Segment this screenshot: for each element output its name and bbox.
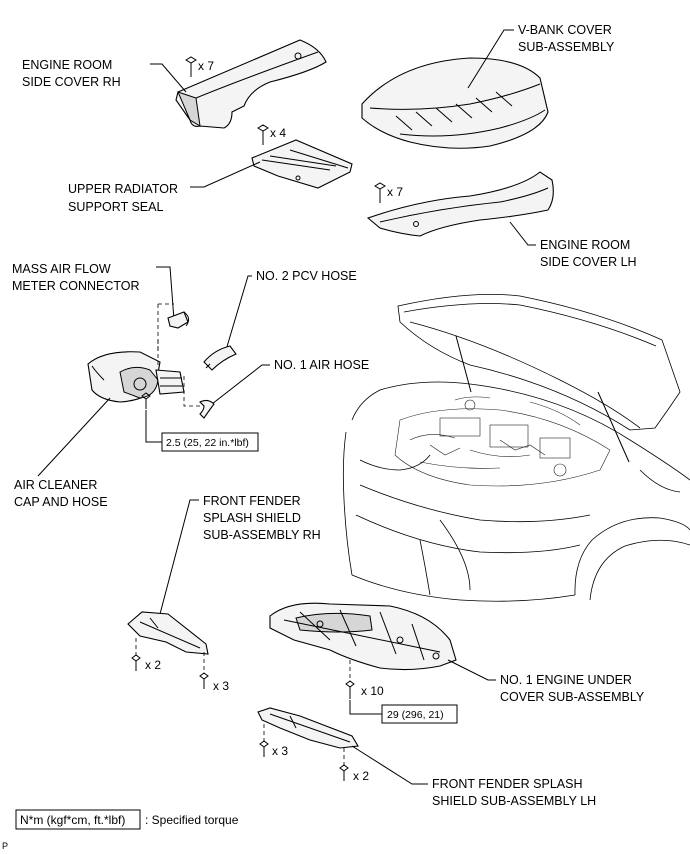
label-air-cleaner-cap-and-hose: AIR CLEANER CAP AND HOSE bbox=[14, 478, 108, 509]
torque-under-cover: 29 (296, 21) bbox=[387, 709, 444, 721]
vehicle-front-illustration bbox=[342, 293, 690, 602]
label-engine-room-side-cover-rh: ENGINE ROOM SIDE COVER RH bbox=[22, 58, 121, 89]
legend-description: : Specified torque bbox=[145, 813, 239, 827]
label-engine-room-side-cover-lh: ENGINE ROOM SIDE COVER LH bbox=[540, 238, 637, 269]
bolt-icon bbox=[141, 392, 151, 409]
leader-line bbox=[190, 161, 261, 188]
fastener-count-splash-rh-b: x 3 bbox=[213, 679, 229, 693]
label-mass-air-flow-meter-connector: MASS AIR FLOW METER CONNECTOR bbox=[12, 262, 140, 293]
fastener-count-splash-rh-a: x 2 bbox=[145, 658, 161, 672]
fastener-count-under-cover: x 10 bbox=[361, 684, 384, 698]
page-marker: P bbox=[2, 841, 8, 851]
label-upper-radiator-support-seal: UPPER RADIATOR SUPPORT SEAL bbox=[68, 182, 181, 214]
fastener-count-splash-lh-a: x 3 bbox=[272, 744, 288, 758]
fastener-count-side-cover-rh: x 7 bbox=[198, 59, 214, 73]
label-front-fender-splash-shield-rh: FRONT FENDER SPLASH SHIELD SUB-ASSEMBLY … bbox=[203, 494, 321, 542]
leader-line bbox=[150, 63, 187, 93]
leader-line bbox=[467, 29, 514, 89]
v-bank-cover-sub-assembly bbox=[361, 57, 549, 149]
air-cleaner-cap-and-hose bbox=[87, 351, 185, 403]
upper-radiator-support-seal bbox=[251, 139, 353, 189]
leader-line bbox=[225, 275, 252, 351]
label-no1-air-hose: NO. 1 AIR HOSE bbox=[274, 358, 369, 372]
mass-air-flow-meter-connector bbox=[167, 311, 190, 329]
leader-line bbox=[349, 700, 382, 715]
no1-air-hose bbox=[199, 399, 215, 419]
clip-icon bbox=[257, 124, 269, 145]
leader-line bbox=[351, 745, 428, 785]
leader-line bbox=[159, 499, 199, 615]
label-no2-pcv-hose: NO. 2 PCV HOSE bbox=[256, 269, 357, 283]
clip-icon bbox=[131, 654, 141, 671]
legend-box-text: N*m (kgf*cm, ft.*lbf) bbox=[20, 813, 125, 827]
label-front-fender-splash-shield-lh: FRONT FENDER SPLASH SHIELD SUB-ASSEMBLY … bbox=[432, 777, 596, 808]
leader-line bbox=[37, 397, 111, 477]
engine-room-side-cover-rh bbox=[175, 39, 327, 129]
fastener-count-radiator-seal: x 4 bbox=[270, 126, 286, 140]
leader-line bbox=[156, 266, 175, 321]
front-fender-splash-shield-rh bbox=[127, 611, 209, 655]
legend-torque-box bbox=[15, 809, 141, 830]
leader-line bbox=[145, 410, 162, 443]
front-fender-splash-shield-lh bbox=[257, 707, 359, 749]
label-no1-engine-under-cover: NO. 1 ENGINE UNDER COVER SUB-ASSEMBLY bbox=[500, 673, 645, 704]
no1-engine-under-cover-sub-assembly bbox=[269, 602, 457, 671]
leader-line bbox=[211, 364, 270, 405]
leader-line bbox=[509, 221, 536, 246]
torque-box-under-cover bbox=[381, 704, 458, 724]
clip-icon bbox=[339, 764, 349, 781]
fastener-count-splash-lh-b: x 2 bbox=[353, 769, 369, 783]
no2-pcv-hose bbox=[203, 345, 237, 371]
clip-icon bbox=[185, 56, 197, 77]
fastener-count-side-cover-lh: x 7 bbox=[387, 185, 403, 199]
clip-icon bbox=[259, 740, 269, 757]
clip-icon bbox=[374, 182, 386, 203]
leader-line bbox=[447, 659, 496, 681]
clip-icon bbox=[199, 672, 209, 689]
engine-room-side-cover-lh bbox=[366, 171, 554, 237]
engine-bay-detail bbox=[394, 396, 611, 487]
torque-box-air-cleaner bbox=[161, 432, 259, 452]
bolt-icon bbox=[345, 680, 355, 699]
torque-air-cleaner: 2.5 (25, 22 in.*lbf) bbox=[166, 437, 249, 449]
label-v-bank-cover: V-BANK COVER SUB-ASSEMBLY bbox=[518, 23, 615, 54]
